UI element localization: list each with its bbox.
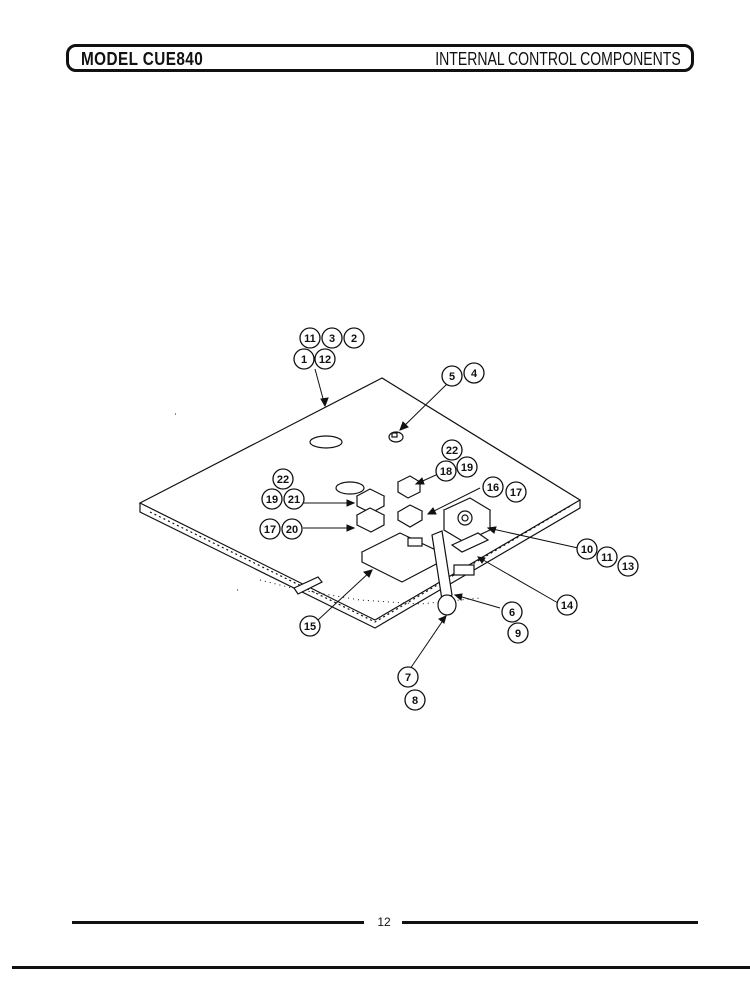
- page-number: 12: [377, 915, 391, 929]
- relay-part-20: [355, 507, 386, 533]
- svg-text:19: 19: [461, 462, 473, 474]
- svg-text:14: 14: [561, 600, 574, 612]
- panel-tab: [293, 576, 323, 595]
- bracket-part-14: [450, 532, 490, 553]
- callout-11: 11: [299, 327, 321, 349]
- svg-text:16: 16: [487, 482, 499, 494]
- callouts: 11 3 2 1 12 5 4 22 18 19 16 17 22 19 21 …: [259, 327, 639, 711]
- callout-8: 8: [404, 689, 426, 711]
- callout-9: 9: [507, 622, 529, 644]
- svg-text:1: 1: [301, 354, 307, 366]
- svg-text:11: 11: [304, 333, 316, 345]
- svg-text:9: 9: [515, 628, 521, 640]
- callout-15: 15: [299, 615, 321, 637]
- svg-text:17: 17: [510, 487, 522, 499]
- svg-text:3: 3: [329, 333, 335, 345]
- leader-lines: [303, 368, 579, 670]
- callout-4: 4: [463, 362, 485, 384]
- callout-17: 17: [505, 481, 527, 503]
- callout-10: 10: [576, 538, 598, 560]
- bottom-rule: [12, 966, 750, 969]
- callout-19: 19: [261, 488, 283, 510]
- callout-12: 12: [314, 348, 336, 370]
- svg-text:20: 20: [286, 524, 298, 536]
- svg-text:11: 11: [601, 552, 613, 564]
- svg-text:8: 8: [412, 695, 418, 707]
- callout-2: 2: [343, 327, 365, 349]
- callout-16: 16: [482, 476, 504, 498]
- model-label: MODEL CUE840: [81, 49, 204, 69]
- callout-19: 19: [456, 456, 478, 478]
- svg-text:4: 4: [471, 368, 478, 380]
- svg-text:5: 5: [449, 371, 455, 383]
- relay-part-16: [396, 504, 424, 528]
- svg-text:2: 2: [351, 333, 357, 345]
- svg-text:10: 10: [581, 544, 593, 556]
- svg-text:6: 6: [509, 607, 515, 619]
- svg-text:19: 19: [266, 494, 278, 506]
- callout-18: 18: [435, 460, 457, 482]
- svg-text:15: 15: [304, 621, 316, 633]
- callout-21: 21: [283, 488, 305, 510]
- callout-22: 22: [272, 468, 294, 490]
- callout-7: 7: [397, 666, 419, 688]
- callout-22: 22: [441, 439, 463, 461]
- callout-11: 11: [596, 546, 618, 568]
- switch-part-4-5: [388, 431, 404, 443]
- footer-rule-right: [402, 921, 698, 924]
- svg-text:22: 22: [446, 445, 458, 457]
- callout-6: 6: [501, 601, 523, 623]
- svg-text:18: 18: [440, 466, 452, 478]
- callout-5: 5: [441, 365, 463, 387]
- svg-text:21: 21: [288, 494, 300, 506]
- svg-text:13: 13: [622, 561, 634, 573]
- callout-20: 20: [281, 518, 303, 540]
- callout-13: 13: [617, 555, 639, 577]
- section-title: INTERNAL CONTROL COMPONENTS: [435, 49, 681, 69]
- svg-text:12: 12: [319, 354, 331, 366]
- callout-3: 3: [321, 327, 343, 349]
- header-banner: MODEL CUE840 INTERNAL CONTROL COMPONENTS: [66, 44, 694, 72]
- callout-14: 14: [556, 594, 578, 616]
- svg-text:17: 17: [264, 524, 276, 536]
- lever-part-6: [431, 530, 475, 616]
- svg-text:7: 7: [405, 672, 411, 684]
- footer-rule-left: [72, 921, 364, 924]
- callout-1: 1: [293, 348, 315, 370]
- callout-17: 17: [259, 518, 281, 540]
- svg-text:22: 22: [277, 474, 289, 486]
